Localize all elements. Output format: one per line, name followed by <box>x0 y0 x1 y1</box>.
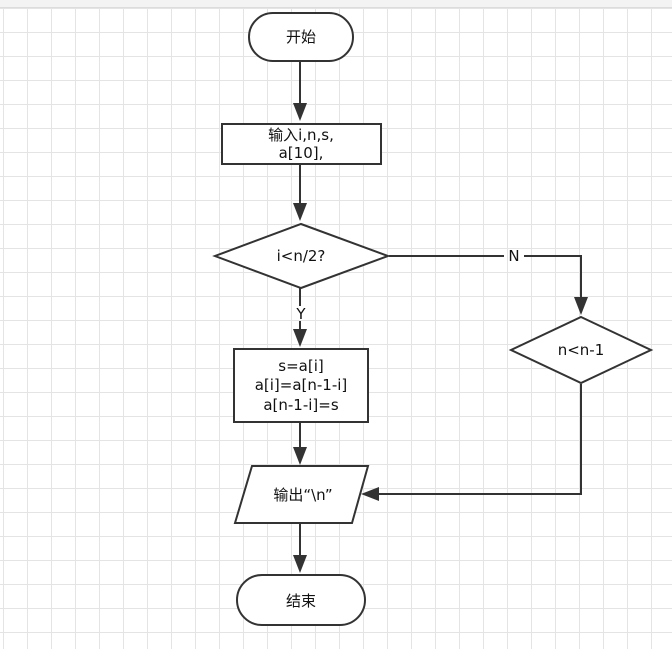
start-terminal <box>248 12 354 62</box>
input-label-line1: 输入i,n,s, <box>268 126 334 144</box>
no-label: N <box>508 247 519 265</box>
end-terminal <box>236 574 366 626</box>
condition2-label: n<n-1 <box>558 341 605 359</box>
edge-cond2-to-output <box>378 384 582 495</box>
condition2-diamond <box>508 315 654 385</box>
input-label-line2: a[10], <box>279 144 324 162</box>
arrowhead-cond1 <box>293 203 307 221</box>
arrowhead-output <box>293 447 307 465</box>
window-top-strip <box>0 0 672 8</box>
output-label: 输出“\n” <box>273 486 332 504</box>
swap-label-line3: a[n-1-i]=s <box>263 396 339 414</box>
input-process-box <box>221 123 382 165</box>
end-label: 结束 <box>286 592 316 610</box>
start-label: 开始 <box>286 28 316 46</box>
arrowhead-cond2 <box>574 297 588 315</box>
condition1-diamond <box>212 222 391 290</box>
arrowhead-swap <box>293 329 307 347</box>
swap-label-line2: a[i]=a[n-1-i] <box>255 376 348 394</box>
condition1-label: i<n/2? <box>277 247 326 265</box>
swap-process-box <box>233 348 369 423</box>
arrowhead-output-right <box>361 487 379 501</box>
arrowhead-end <box>293 555 307 573</box>
yes-label: Y <box>295 305 306 323</box>
arrowhead-input <box>293 103 307 121</box>
swap-label-line1: s=a[i] <box>278 357 323 375</box>
output-parallelogram <box>233 465 370 524</box>
edge-cond1-no-right <box>524 255 582 298</box>
